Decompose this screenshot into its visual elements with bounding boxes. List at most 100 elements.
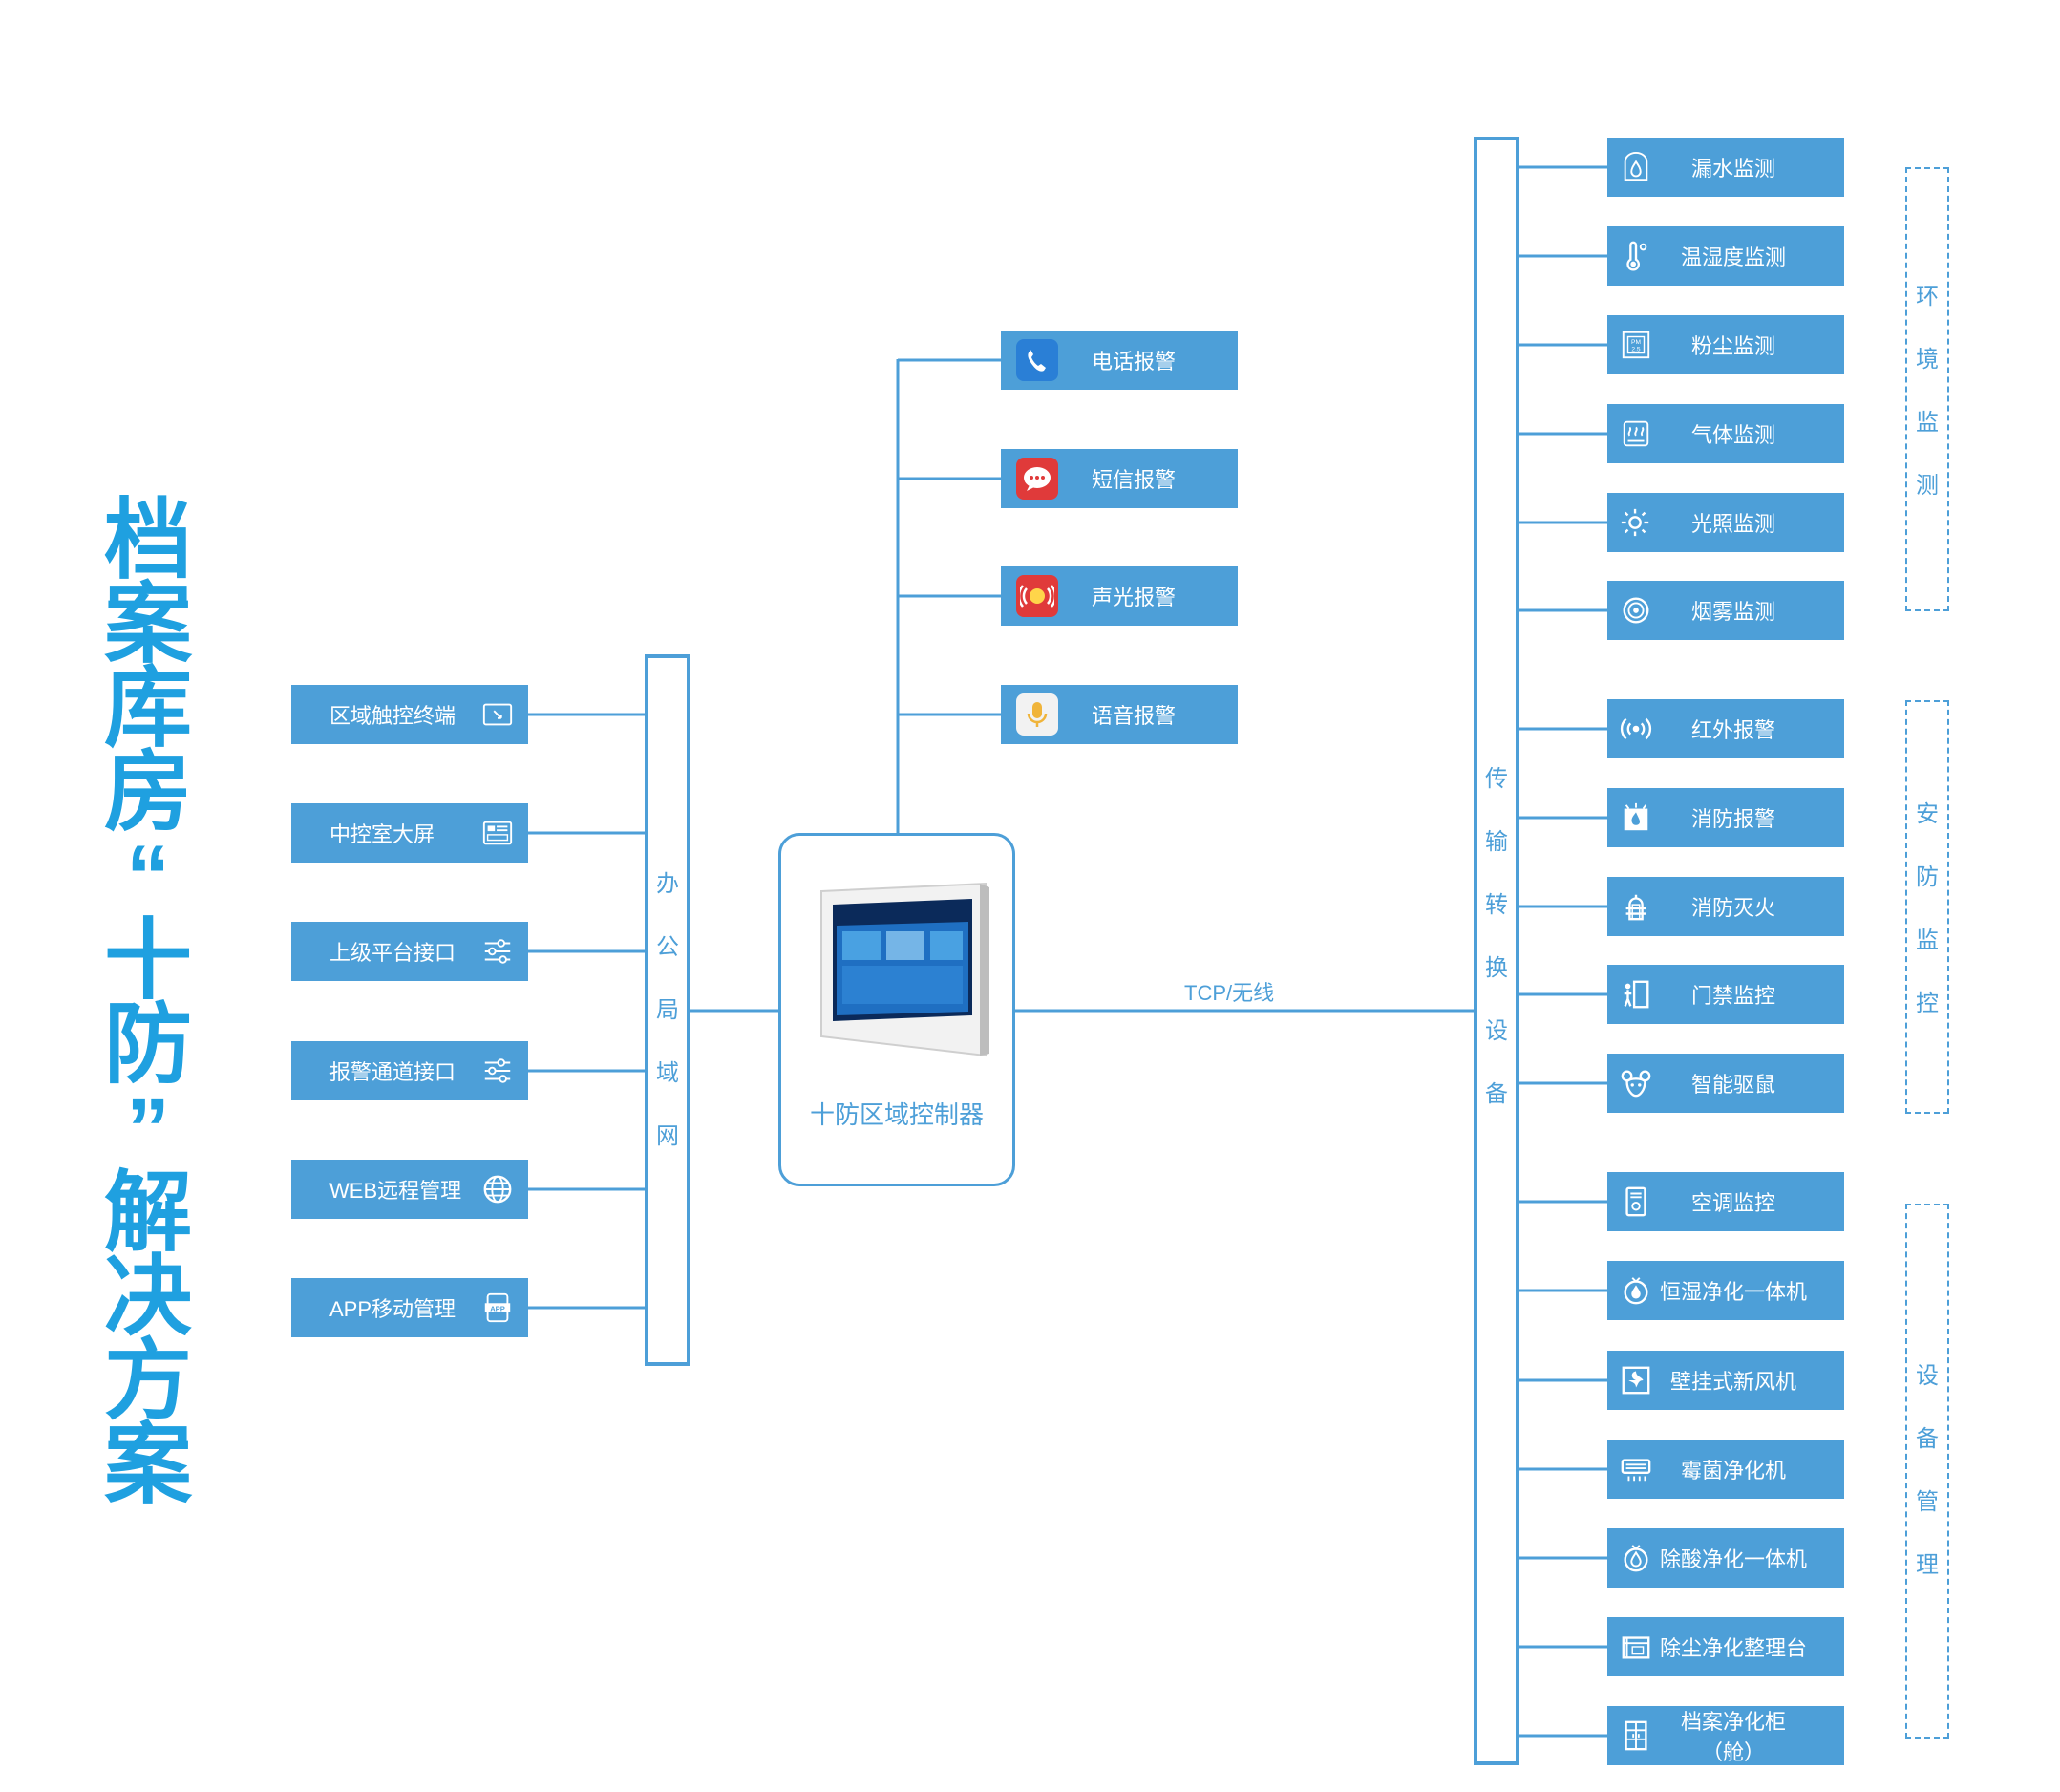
device-item[interactable]: 门禁监控 <box>1607 965 1844 1024</box>
device-item[interactable]: 消防灭火 <box>1607 877 1844 936</box>
device-item-label: 门禁监控 <box>1690 984 1775 1008</box>
group-char: 环 <box>1916 284 1939 309</box>
title-char: 解 <box>103 1164 192 1262</box>
group-char: 防 <box>1916 864 1939 890</box>
device-item[interactable]: 智能驱鼠 <box>1607 1054 1844 1113</box>
svg-text:PM: PM <box>1631 339 1641 346</box>
device-item-label: 除尘净化整理台 <box>1659 1636 1807 1660</box>
device-item-label: 漏水监测 <box>1690 157 1775 181</box>
vertical-char: 网 <box>656 1123 679 1149</box>
infrared-icon <box>1620 717 1652 740</box>
left-item[interactable]: 中控室大屏 <box>291 803 528 863</box>
vertical-char: 转 <box>1485 892 1508 918</box>
controller-label: 十防区域控制器 <box>809 1100 984 1129</box>
group-char: 理 <box>1916 1552 1939 1578</box>
message-icon <box>1024 467 1051 491</box>
transport-device-bar <box>1474 137 1519 1765</box>
device-item[interactable]: 空调监控 <box>1607 1172 1844 1231</box>
title-char: 方 <box>103 1333 192 1430</box>
device-item-label: 档案净化柜（舱） <box>1680 1710 1786 1764</box>
screen-dashboard-icon <box>482 821 513 845</box>
office-lan-label: 办公局域网 <box>645 864 690 1180</box>
alarm-item[interactable]: 语音报警 <box>1001 685 1238 744</box>
group-char: 监 <box>1916 410 1939 436</box>
vertical-char: 局 <box>656 997 679 1023</box>
gas-icon <box>1623 420 1649 447</box>
vertical-char: 输 <box>1485 829 1508 855</box>
device-item-label: 恒湿净化一体机 <box>1659 1280 1807 1304</box>
alarm-item-label: 语音报警 <box>1091 704 1176 728</box>
fan-icon <box>1622 1366 1650 1395</box>
alarm-item[interactable]: 电话报警 <box>1001 331 1238 390</box>
left-item[interactable]: WEB远程管理 <box>291 1160 528 1219</box>
alarm-item[interactable]: 短信报警 <box>1001 449 1238 508</box>
deacid-icon <box>1624 1545 1648 1572</box>
phone-icon <box>1028 350 1046 372</box>
alarm-item[interactable]: 声光报警 <box>1001 566 1238 626</box>
device-item[interactable]: 壁挂式新风机 <box>1607 1351 1844 1410</box>
mouse-icon <box>1621 1070 1651 1098</box>
vertical-char: 换 <box>1485 955 1508 981</box>
device-item[interactable]: 温湿度监测 <box>1607 226 1844 286</box>
vertical-char: 设 <box>1485 1018 1508 1044</box>
left-item[interactable]: 报警通道接口 <box>291 1041 528 1100</box>
group-bracket-equipment <box>1905 1204 1949 1739</box>
device-item[interactable]: 气体监测 <box>1607 404 1844 463</box>
vertical-char: 备 <box>1485 1081 1508 1107</box>
group-label-equipment: 设备管理 <box>1905 1356 1949 1609</box>
device-item[interactable]: 霉菌净化机 <box>1607 1440 1844 1499</box>
sliders-icon <box>484 939 511 964</box>
vertical-char: 域 <box>656 1060 679 1086</box>
device-item[interactable]: 恒湿净化一体机 <box>1607 1261 1844 1320</box>
group-char: 测 <box>1916 473 1939 499</box>
device-item-label: 壁挂式新风机 <box>1669 1370 1796 1394</box>
siren-icon <box>1020 585 1054 608</box>
device-item-label: 消防灭火 <box>1690 896 1775 920</box>
device-item-label: 消防报警 <box>1690 807 1775 831</box>
device-item[interactable]: 除尘净化整理台 <box>1607 1617 1844 1676</box>
device-item[interactable]: 除酸净化一体机 <box>1607 1528 1844 1588</box>
left-item-label: 上级平台接口 <box>329 941 457 965</box>
device-item-label: 霉菌净化机 <box>1680 1459 1786 1483</box>
sun-icon <box>1621 508 1649 537</box>
device-item[interactable]: 档案净化柜（舱） <box>1607 1706 1844 1765</box>
purifier-icon <box>1621 1459 1651 1482</box>
alarm-item-label: 电话报警 <box>1091 350 1176 373</box>
left-item-label: 中控室大屏 <box>329 822 435 846</box>
device-item-label: 粉尘监测 <box>1690 334 1775 358</box>
zone-controller[interactable]: 十防区域控制器 <box>778 833 1015 1186</box>
device-item[interactable]: 红外报警 <box>1607 699 1844 758</box>
device-item[interactable]: 烟雾监测 <box>1607 581 1844 640</box>
group-bracket-security <box>1905 700 1949 1114</box>
title-char: 防 <box>103 996 192 1094</box>
device-item-label: 空调监控 <box>1690 1191 1775 1215</box>
left-item-label: APP移动管理 <box>329 1297 457 1321</box>
touch-tablet-icon <box>482 703 513 726</box>
humidifier-icon <box>1624 1277 1648 1305</box>
group-char: 安 <box>1916 801 1939 827</box>
device-item-label: 光照监测 <box>1690 512 1775 536</box>
water-leak-icon <box>1624 152 1648 181</box>
page-title: 档案库房“十防”解决方案 <box>96 492 201 1509</box>
left-item[interactable]: 上级平台接口 <box>291 922 528 981</box>
door-access-icon <box>1624 980 1649 1009</box>
group-bracket-environment <box>1905 167 1949 611</box>
device-item[interactable]: 消防报警 <box>1607 788 1844 847</box>
device-item[interactable]: 漏水监测 <box>1607 138 1844 197</box>
title-char: ” <box>126 1080 170 1178</box>
fire-alarm-icon <box>1624 802 1648 831</box>
device-item[interactable]: 光照监测 <box>1607 493 1844 552</box>
device-item-label: 红外报警 <box>1690 718 1775 742</box>
title-char: 档 <box>103 492 192 589</box>
left-item-label: 报警通道接口 <box>329 1060 457 1084</box>
left-item[interactable]: 区域触控终端 <box>291 685 528 744</box>
device-item-label: 智能驱鼠 <box>1690 1073 1775 1097</box>
group-char: 设 <box>1916 1363 1939 1389</box>
group-char: 境 <box>1916 347 1939 373</box>
pm25-icon: PM2.5 <box>1622 331 1650 359</box>
alarm-item-label: 短信报警 <box>1091 468 1176 492</box>
thermometer-icon <box>1626 241 1647 271</box>
